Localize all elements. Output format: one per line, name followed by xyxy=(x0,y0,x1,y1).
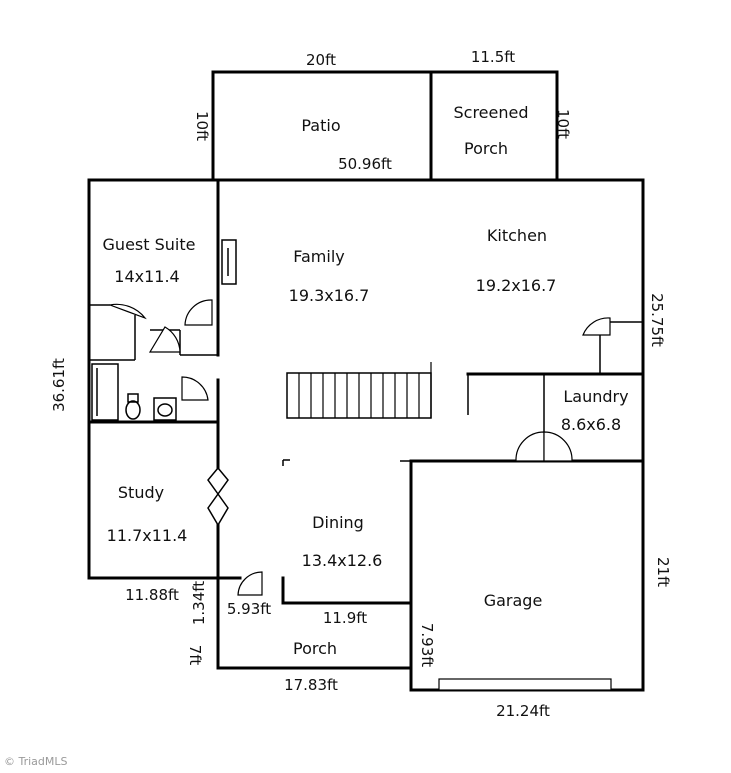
guest-suite-dim: 14x11.4 xyxy=(114,267,179,286)
watermark: © TriadMLS xyxy=(4,755,68,768)
dim-porch-depth: 7ft xyxy=(186,645,204,666)
front-door xyxy=(237,571,263,596)
garage-label: Garage xyxy=(484,591,543,610)
bathtub xyxy=(91,363,119,421)
dim-11-9ft: 11.9ft xyxy=(323,609,367,627)
house-left-wall xyxy=(87,178,220,580)
family-dim: 19.3x16.7 xyxy=(289,286,370,305)
kitchen-label: Kitchen xyxy=(487,226,547,245)
toilet-tank xyxy=(127,393,139,403)
kitchen-dim: 19.2x16.7 xyxy=(476,276,557,295)
staircase xyxy=(286,362,432,419)
porch-label: Porch xyxy=(293,639,337,658)
dining-dim: 13.4x12.6 xyxy=(302,551,383,570)
interior-walls xyxy=(87,178,645,580)
study-dim: 11.7x11.4 xyxy=(107,526,188,545)
screened-porch-label: Porch xyxy=(464,139,508,158)
screened-label: Screened xyxy=(453,103,528,122)
house-top-right-wall xyxy=(87,178,645,463)
dim-5-93ft: 5.93ft xyxy=(227,600,271,618)
family-label: Family xyxy=(293,247,344,266)
dim-screened-depth: 10ft xyxy=(554,109,572,139)
dim-1-34ft: 1.34ft xyxy=(190,581,208,625)
sink-basin xyxy=(157,403,173,417)
fireplace xyxy=(221,239,237,285)
dim-right-upper: 25.75ft xyxy=(648,293,666,347)
guest-door xyxy=(184,299,213,326)
laundry-door-2 xyxy=(543,431,573,462)
dim-overall-width: 50.96ft xyxy=(338,155,392,173)
dim-study-width: 11.88ft xyxy=(125,586,179,604)
guest-suite-label: Guest Suite xyxy=(103,235,196,254)
laundry-dim: 8.6x6.8 xyxy=(561,415,621,434)
garage-door xyxy=(438,678,612,691)
study-label: Study xyxy=(118,483,164,502)
laundry-label: Laundry xyxy=(563,387,628,406)
dim-garage-width: 21.24ft xyxy=(496,702,550,720)
sink-vanity xyxy=(153,397,177,421)
dim-patio-depth: 10ft xyxy=(193,111,211,141)
closet-door xyxy=(107,303,147,320)
bath-door xyxy=(148,326,181,353)
pantry-door xyxy=(582,317,611,336)
garage-wall xyxy=(409,459,645,692)
study-french-doors xyxy=(207,467,219,526)
dim-patio-width: 20ft xyxy=(306,51,336,69)
dining-bottom-wall xyxy=(281,576,413,605)
dim-left-overall: 36.61ft xyxy=(50,358,68,412)
dim-screened-width: 11.5ft xyxy=(471,48,515,66)
dining-label: Dining xyxy=(312,513,364,532)
bath-door-2 xyxy=(181,376,209,401)
patio-wall xyxy=(211,70,559,182)
porch-wall xyxy=(216,576,413,670)
dim-porch-side: 7.93ft xyxy=(418,623,436,667)
study-french-doors-2 xyxy=(217,467,229,526)
dim-garage-depth: 21ft xyxy=(654,557,672,587)
toilet xyxy=(125,400,141,420)
dim-porch-width: 17.83ft xyxy=(284,676,338,694)
laundry-door xyxy=(515,431,545,462)
patio-label: Patio xyxy=(301,116,340,135)
